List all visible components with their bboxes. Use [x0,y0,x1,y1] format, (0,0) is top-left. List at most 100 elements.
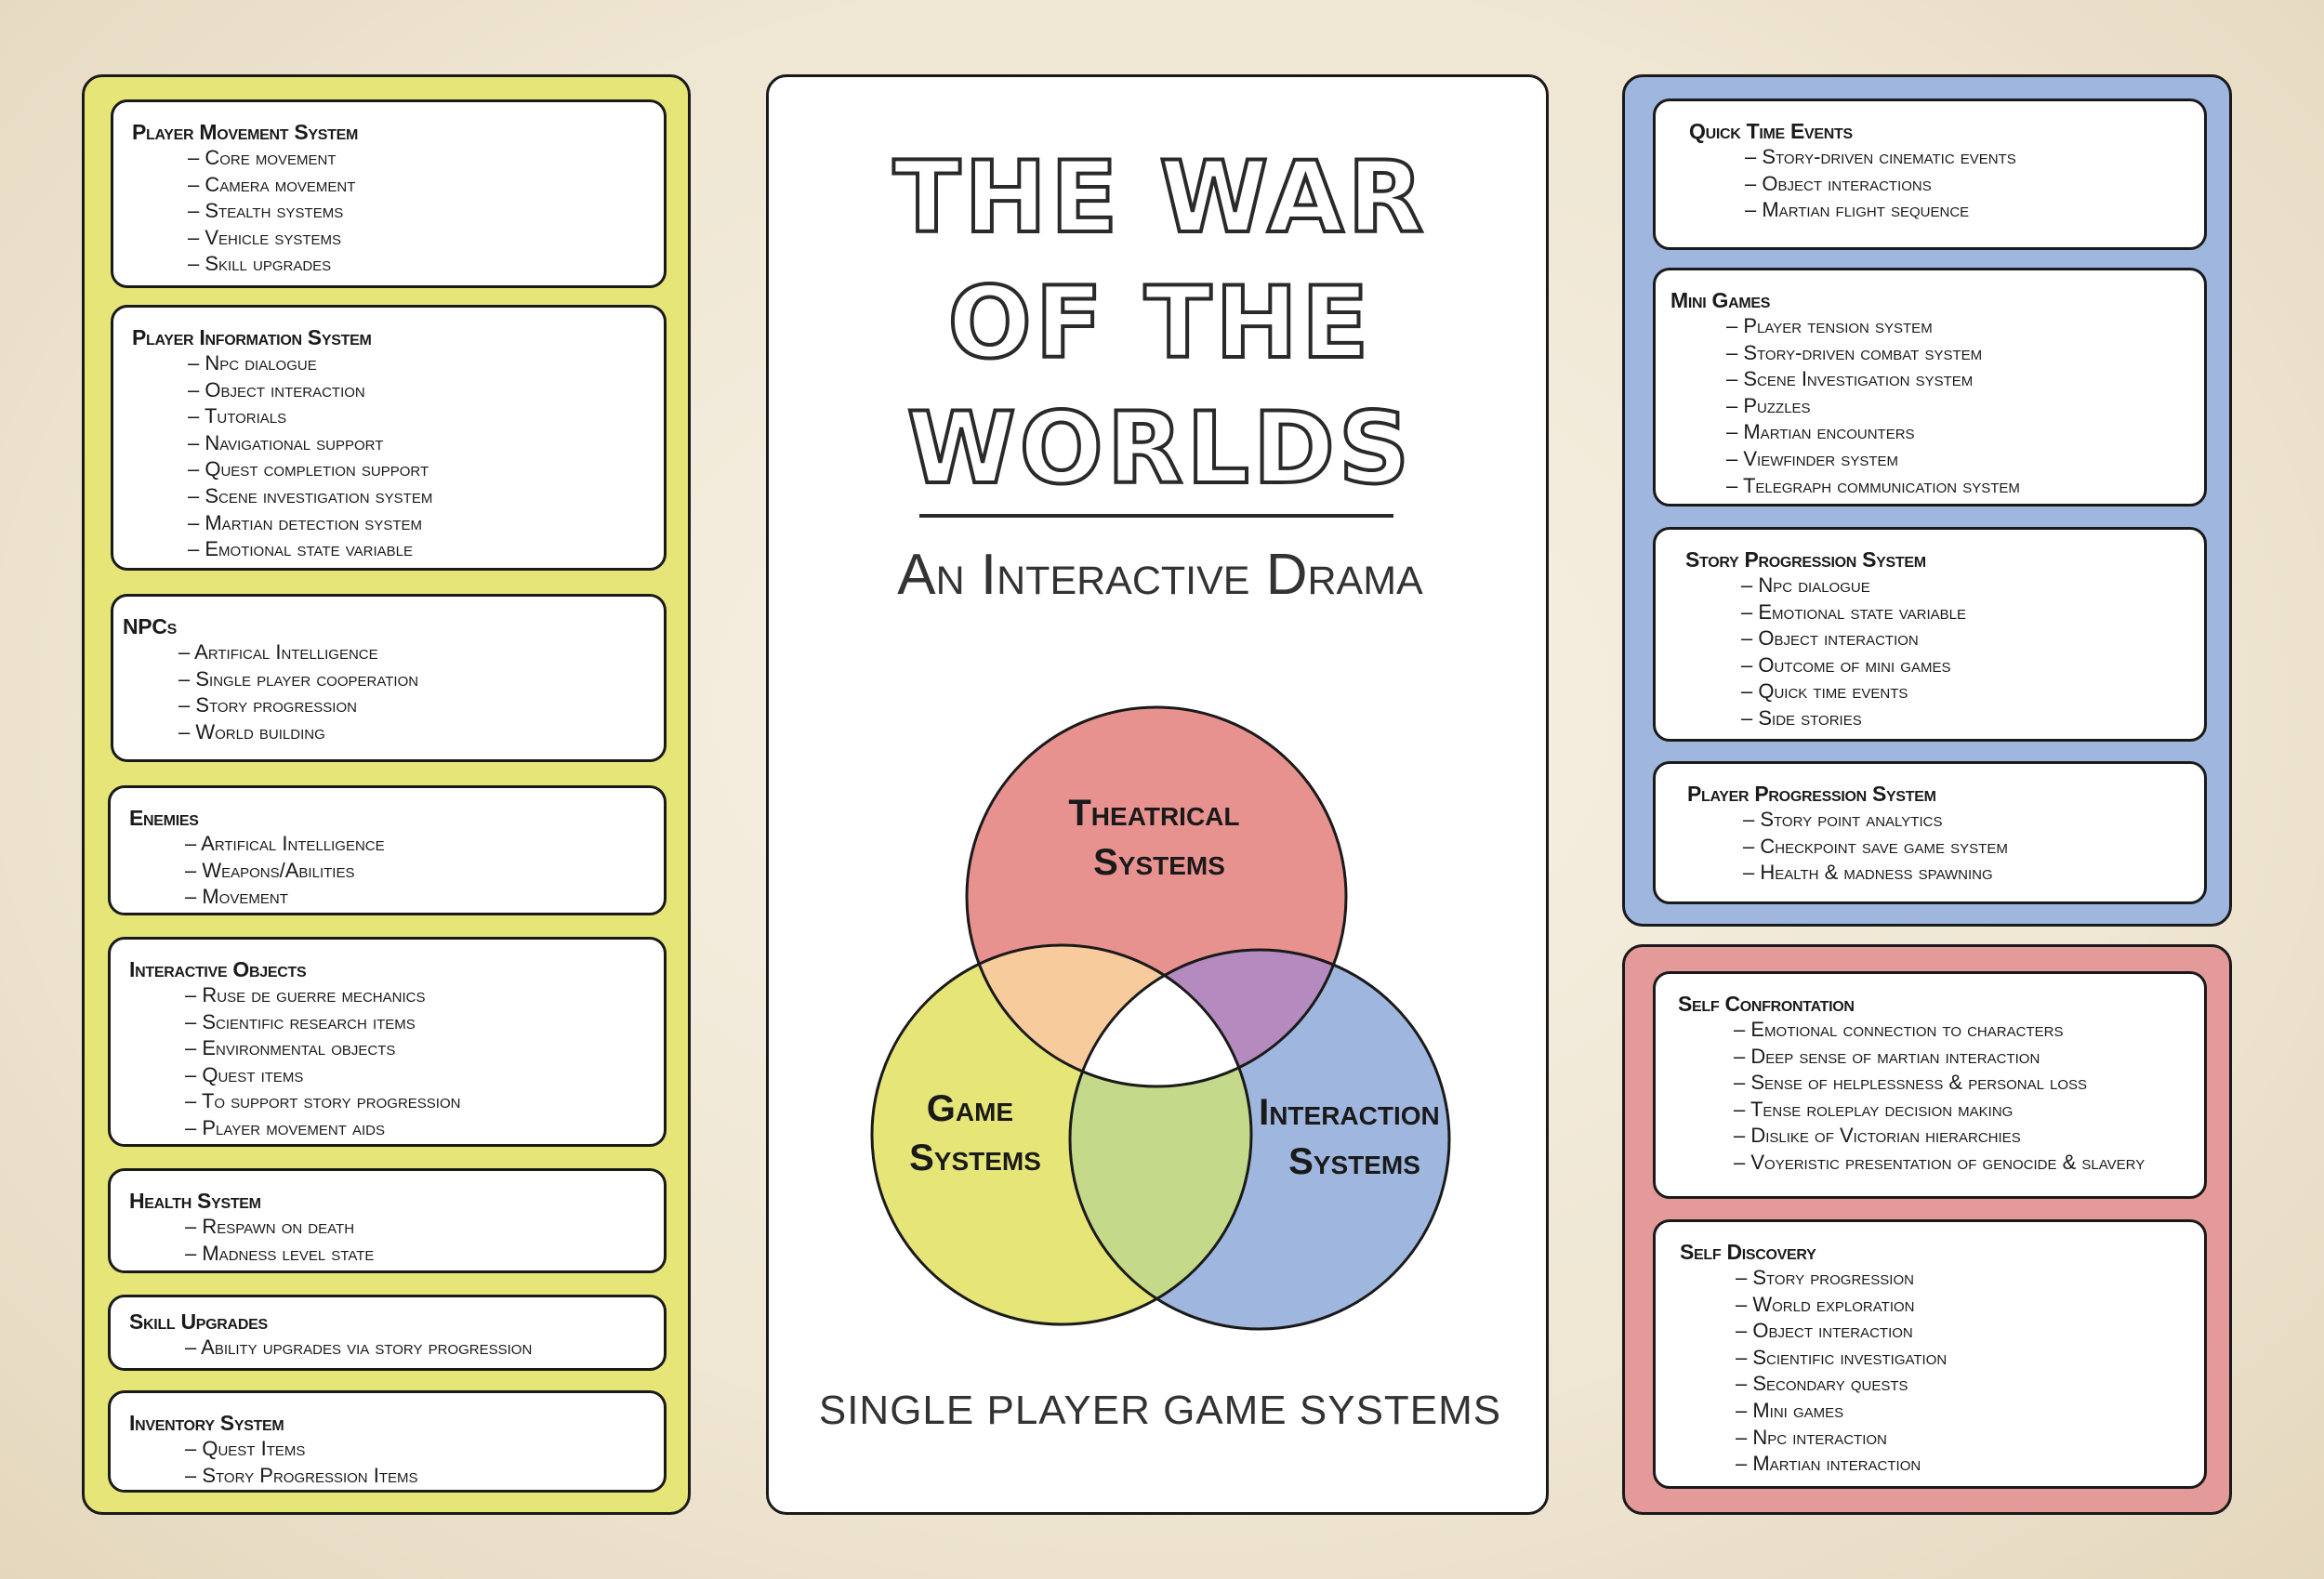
list-item: Story Progression Items [185,1463,645,1490]
card-list: Emotional connection to characters Deep … [1678,1017,2185,1177]
list-item: Puzzles [1726,393,2185,420]
card-self-discovery: Self Discovery Story progression World e… [1653,1219,2207,1489]
list-item: Vehicle systems [188,225,645,252]
card-list: Story point analytics Checkpoint save ga… [1687,807,2185,887]
list-item: Martian encounters [1726,419,2185,446]
list-item: Sense of helplessness & personal loss [1734,1070,2185,1097]
poster-subtitle: An Interactive Drama [897,543,1423,607]
card-player-movement-system: Player Movement System Core movement Cam… [111,99,667,288]
title-line: OF THE [946,264,1373,382]
list-item: Object interaction [1741,625,2185,652]
list-item: Ability upgrades via story progression [185,1335,645,1362]
list-item: To support story progression [185,1088,645,1115]
list-item: Scientific investigation [1736,1345,2185,1372]
list-item: Quest Items [185,1436,645,1463]
list-item: Health & madness spawning [1743,860,2185,887]
list-item: Quest items [185,1062,645,1089]
card-list: Quest Items Story Progression Items [129,1436,645,1489]
venn-diagram: Theatrical Systems Game Systems Interact… [870,705,1451,1331]
card-list: Artifical Intelligence Single player coo… [123,639,645,745]
venn-label-interaction: Interaction Systems [1259,1092,1450,1182]
venn-overlap-center [1070,950,1251,1086]
list-item: Quick time events [1741,678,2185,705]
card-list: Story progression World exploration Obje… [1680,1265,2185,1478]
list-item: Tutorials [188,403,645,430]
list-item: Object interaction [188,377,645,404]
list-item: Scientific research items [185,1009,645,1036]
card-story-progression-system: Story Progression System Npc dialogue Em… [1653,527,2207,742]
card-inventory-system: Inventory System Quest Items Story Progr… [108,1390,667,1493]
list-item: Artifical Intelligence [178,639,645,666]
list-item: Single player cooperation [178,666,645,693]
list-item: Npc dialogue [1741,572,2185,599]
list-item: Story point analytics [1743,807,2185,834]
card-interactive-objects: Interactive Objects Ruse de guerre mecha… [108,937,667,1147]
card-title: Player Progression System [1687,782,1936,806]
list-item: Martian interaction [1736,1451,2185,1478]
card-title: Interactive Objects [129,957,307,981]
right-blue-panel: Quick Time Events Story-driven cinematic… [1622,74,2232,927]
card-player-progression-system: Player Progression System Story point an… [1653,761,2207,904]
list-item: Player movement aids [185,1115,645,1142]
card-quick-time-events: Quick Time Events Story-driven cinematic… [1653,99,2207,250]
list-item: Martian detection system [188,510,645,537]
list-item: Secondary quests [1736,1371,2185,1398]
list-item: Side stories [1741,705,2185,732]
list-item: World building [178,719,645,746]
list-item: Scene Investigation system [1726,366,2185,393]
list-item: World exploration [1736,1292,2185,1319]
list-item: Story-driven cinematic events [1745,144,2185,171]
card-npcs: NPCs Artifical Intelligence Single playe… [111,594,667,762]
card-player-information-system: Player Information System Npc dialogue O… [111,305,667,571]
list-item: Player tension system [1726,313,2185,340]
list-item: Emotional state variable [188,536,645,563]
list-item: Emotional connection to characters [1734,1017,2185,1044]
list-item: Npc dialogue [188,350,645,377]
card-list: Story-driven cinematic events Object int… [1689,144,2185,224]
card-title: Inventory System [129,1411,284,1435]
title-divider [919,514,1393,518]
list-item: Ruse de guerre mechanics [185,982,645,1009]
list-item: Tense roleplay decision making [1734,1097,2185,1124]
list-item: Dislike of Victorian hierarchies [1734,1123,2185,1150]
card-health-system: Health System Respawn on death Madness l… [108,1168,667,1273]
card-title: Quick Time Events [1689,119,1853,143]
card-self-confrontation: Self Confrontation Emotional connection … [1653,971,2207,1199]
title-line: THE WAR [891,138,1428,257]
venn-label-theatrical: Theatrical Systems [1068,793,1249,883]
card-list: Artifical Intelligence Weapons/Abilities… [129,831,645,911]
list-item: Voyeristic presentation of genocide & sl… [1734,1150,2185,1177]
center-panel: THE WAR OF THE WORLDS An Interactive Dra… [766,74,1549,1515]
list-item: Environmental objects [185,1035,645,1062]
card-title: Health System [129,1189,261,1213]
card-title: Player Movement System [132,120,359,144]
list-item: Respawn on death [185,1214,645,1241]
list-item: Viewfinder system [1726,446,2185,473]
card-list: Ability upgrades via story progression [129,1335,645,1362]
title-line: WORLDS [905,389,1414,507]
card-list: Npc dialogue Emotional state variable Ob… [1685,572,2185,732]
list-item: Navigational support [188,430,645,457]
list-item: Core movement [188,145,645,172]
list-item: Emotional state variable [1741,599,2185,626]
list-item: Scene investigation system [188,483,645,510]
card-list: Player tension system Story-driven comba… [1670,313,2185,499]
card-list: Respawn on death Madness level state [129,1214,645,1267]
list-item: Stealth systems [188,198,645,225]
list-item: Artifical Intelligence [185,831,645,858]
card-list: Core movement Camera movement Stealth sy… [132,145,645,278]
card-list: Ruse de guerre mechanics Scientific rese… [129,982,645,1142]
card-title: Player Information System [132,325,372,349]
card-title: Self Confrontation [1678,992,1855,1016]
card-enemies: Enemies Artifical Intelligence Weapons/A… [108,785,667,915]
list-item: Checkpoint save game system [1743,834,2185,861]
list-item: Skill upgrades [188,251,645,278]
card-title: Skill Upgrades [129,1309,268,1334]
poster-caption: SINGLE PLAYER GAME SYSTEMS [818,1388,1502,1433]
list-item: Telegraph communication system [1726,473,2185,500]
list-item: Object interactions [1745,171,2185,198]
venn-label-game: Game Systems [909,1088,1041,1178]
card-title: Self Discovery [1680,1240,1816,1264]
card-mini-games: Mini Games Player tension system Story-d… [1653,268,2207,507]
list-item: Camera movement [188,172,645,199]
